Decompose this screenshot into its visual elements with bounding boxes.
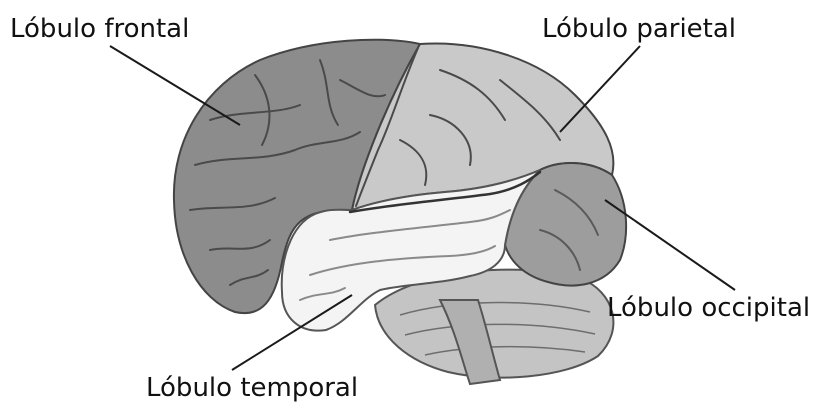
- label-frontal-lobe: Lóbulo frontal: [10, 14, 189, 44]
- label-temporal-lobe: Lóbulo temporal: [146, 373, 358, 403]
- leader-line-parietal: [560, 46, 640, 132]
- label-parietal-lobe: Lóbulo parietal: [542, 14, 736, 44]
- label-occipital-lobe: Lóbulo occipital: [607, 293, 810, 323]
